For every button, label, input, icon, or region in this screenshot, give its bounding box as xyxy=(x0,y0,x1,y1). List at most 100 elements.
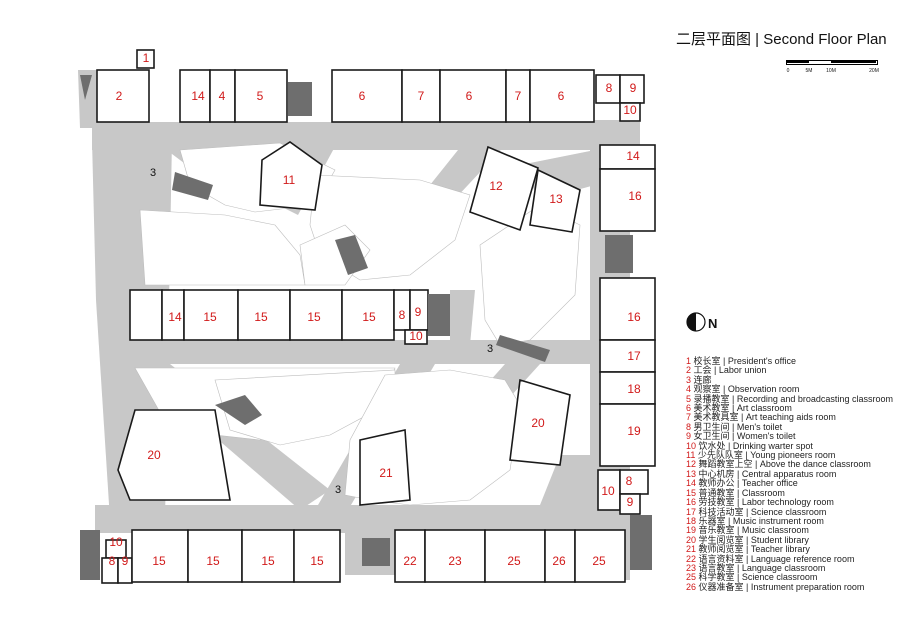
legend-item: 19 音乐教室 | Music classroom xyxy=(686,526,893,535)
room-number-label: 14 xyxy=(168,310,182,324)
room-number-label: 7 xyxy=(418,89,425,103)
legend-text: 普通教室 | Classroom xyxy=(698,487,785,498)
legend-item: 11 少先队队室 | Young pioneers room xyxy=(686,450,893,461)
legend-item: 18 乐器室 | Music instrument room xyxy=(686,516,893,526)
legend-text: 科学教室 | Science classroom xyxy=(698,572,818,583)
legend-number: 20 xyxy=(686,534,697,545)
legend-item: 14 教师办公 | Teacher office xyxy=(686,479,893,488)
stair-mid xyxy=(428,294,450,336)
legend-number: 16 xyxy=(686,497,697,508)
room-number-label: 7 xyxy=(515,89,522,103)
room-number-label: 9 xyxy=(122,554,129,568)
legend-text: 饮水处 | Drinking warter spot xyxy=(698,440,813,451)
legend-item: 8 男卫生间 | Men's toilet xyxy=(686,422,893,432)
legend-number: 13 xyxy=(686,468,697,479)
legend-number: 6 xyxy=(686,403,692,414)
room-number-label: 10 xyxy=(409,329,423,343)
room-number-label: 15 xyxy=(307,310,321,324)
courtyards xyxy=(134,142,581,506)
legend-text: 教师办公 | Teacher office xyxy=(698,478,798,489)
stair-bottomright xyxy=(630,515,652,570)
room-number-label: 15 xyxy=(261,554,275,568)
legend-item: 15 普通教室 | Classroom xyxy=(686,487,893,498)
room-number-label: 25 xyxy=(507,554,521,568)
legend-text: 科技活动室 | Science classroom xyxy=(698,506,827,517)
legend-number: 23 xyxy=(686,562,697,573)
legend-text: 仪器准备室 | Instrument preparation room xyxy=(698,581,865,592)
scale-bar: 0 5M 10M 20M xyxy=(786,60,879,78)
legend-item: 21 教师阅览室 | Teacher library xyxy=(686,544,893,555)
room-number-label: 14 xyxy=(626,149,640,163)
inner-rooms xyxy=(117,141,581,506)
legend-text: 劳技教室 | Labor technology room xyxy=(698,497,834,508)
stair-bottomleft xyxy=(80,530,100,580)
legend-number: 19 xyxy=(686,525,697,536)
legend-number: 5 xyxy=(686,393,692,404)
top-wing xyxy=(96,49,645,123)
room-number-label: 15 xyxy=(152,554,166,568)
room-number-label: 21 xyxy=(379,466,393,480)
stair-top xyxy=(288,82,312,116)
legend-number: 21 xyxy=(686,544,697,555)
room-number-label: 4 xyxy=(219,89,226,103)
legend-number: 2 xyxy=(686,365,692,376)
legend-item: 16 劳技教室 | Labor technology room xyxy=(686,497,893,508)
room-number-label: 2 xyxy=(116,89,123,103)
legend-item: 26 仪器准备室 | Instrument preparation room xyxy=(686,581,893,592)
legend-number: 25 xyxy=(686,572,697,583)
north-label: N xyxy=(708,316,718,331)
room-number-label: 15 xyxy=(310,554,324,568)
legend-number: 17 xyxy=(686,506,697,517)
legend-item: 5 录播教室 | Recording and broadcasting clas… xyxy=(686,393,893,404)
room-number-label: 9 xyxy=(415,305,422,319)
legend-item: 2 工会 | Labor union xyxy=(686,366,893,375)
legend-item: 23 语言教室 | Language classroom xyxy=(686,562,893,573)
room-number-label: 20 xyxy=(147,448,161,462)
legend-text: 观察室 | Observation room xyxy=(693,384,800,395)
stair-d xyxy=(215,395,262,425)
right-wing xyxy=(597,144,656,515)
room-number-label: 8 xyxy=(606,81,613,95)
stair-b xyxy=(335,235,368,275)
legend-number: 12 xyxy=(686,459,697,470)
room-number-label: 8 xyxy=(399,308,406,322)
scale-tick: 20M xyxy=(869,68,879,74)
room-number-label: 18 xyxy=(627,382,641,396)
room-number-label: 9 xyxy=(630,81,637,95)
legend-item: 10 饮水处 | Drinking warter spot xyxy=(686,440,893,451)
bottom-wing xyxy=(101,529,626,584)
corridor-label: 3 xyxy=(487,343,493,355)
legend-item: 6 美术教室 | Art classroom xyxy=(686,403,893,414)
legend-text: 语言资料室 | Language reference room xyxy=(698,553,855,564)
room-number-label: 15 xyxy=(254,310,268,324)
stair-c xyxy=(496,335,550,362)
scale-tick: 10M xyxy=(826,68,836,74)
stair-bottom xyxy=(362,538,390,566)
legend-text: 教师阅览室 | Teacher library xyxy=(698,544,810,555)
corridor-label: 3 xyxy=(335,484,341,496)
room-number-label: 15 xyxy=(206,554,220,568)
room-number-label: 6 xyxy=(466,89,473,103)
legend-number: 1 xyxy=(686,356,692,366)
room-number-label: 1 xyxy=(143,51,150,65)
room-number-label: 12 xyxy=(489,179,503,193)
legend-number: 15 xyxy=(686,487,697,498)
legend-item: 20 学生阅览室 | Student library xyxy=(686,534,893,545)
room-number-label: 10 xyxy=(109,535,123,549)
legend-text: 录播教室 | Recording and broadcasting classr… xyxy=(693,393,893,404)
legend-item: 7 美术教具室 | Art teaching aids room xyxy=(686,413,893,422)
room-number-label: 6 xyxy=(558,89,565,103)
legend-item: 12 舞蹈教室上空 | Above the dance classroom xyxy=(686,460,893,469)
legend-number: 10 xyxy=(686,440,697,451)
legend-item: 22 语言资料室 | Language reference room xyxy=(686,553,893,564)
legend-item: 25 科学教室 | Science classroom xyxy=(686,573,893,582)
room-number-label: 10 xyxy=(601,484,615,498)
legend-item: 17 科技活动室 | Science classroom xyxy=(686,506,893,517)
legend-text: 少先队队室 | Young pioneers room xyxy=(697,450,836,461)
legend-number: 14 xyxy=(686,478,697,489)
legend-text: 中心机房 | Central apparatus room xyxy=(698,468,837,479)
room-number-label: 8 xyxy=(626,474,633,488)
room-number-label: 14 xyxy=(191,89,205,103)
